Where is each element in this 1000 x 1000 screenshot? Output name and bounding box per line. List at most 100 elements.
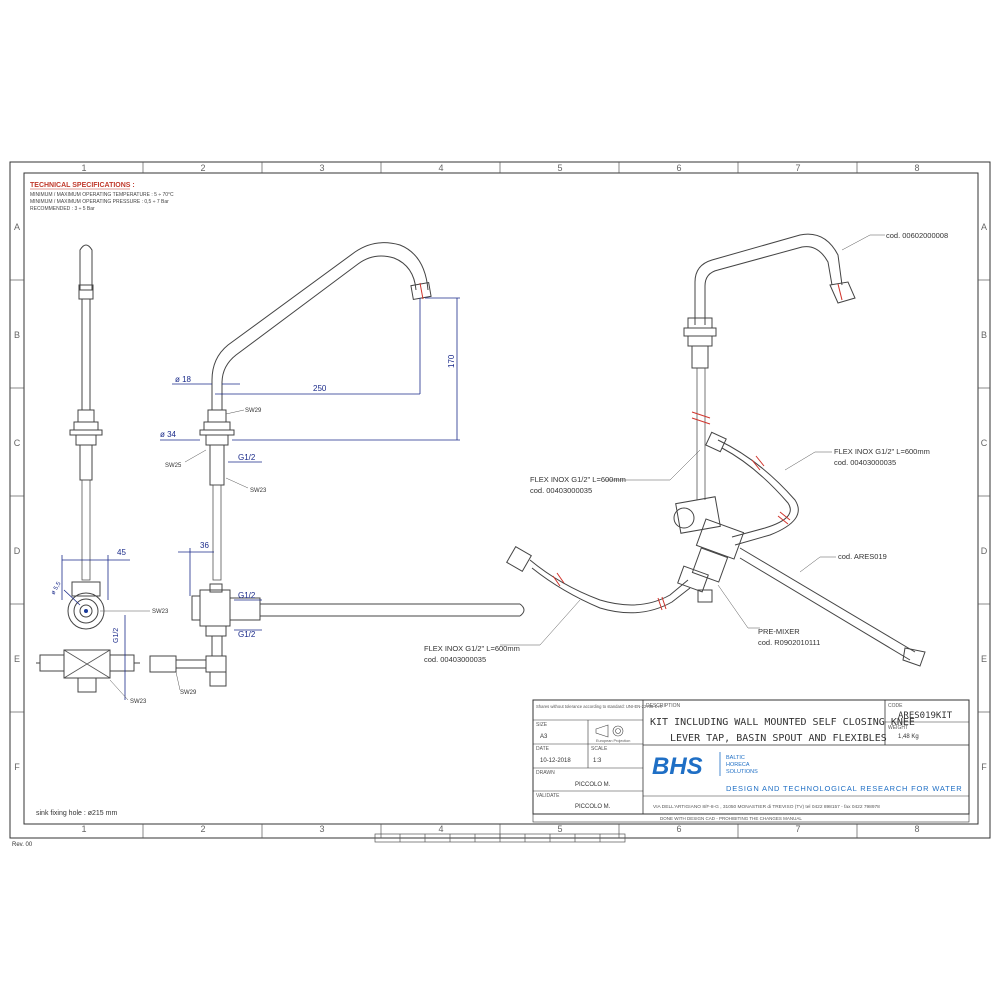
brand-sub: BALTIC (726, 755, 745, 761)
col-label: 6 (676, 824, 681, 834)
scale-value: 1:3 (593, 758, 602, 764)
dim-45: 45 (117, 548, 126, 557)
spout-code: cod. 00602000008 (886, 231, 948, 240)
drawing-frame (9, 161, 991, 843)
front-view-dimensions: ø 18 250 170 ø 34 G1/2 36 G1/2 G1/2 SW29… (160, 297, 460, 696)
tolerance-note: Shares without tolerance according to st… (536, 704, 662, 709)
sw23-label: SW23 (152, 609, 169, 615)
row-label: A (14, 222, 20, 232)
revision-label: Rev. 00 (12, 842, 33, 848)
spec-line: MINIMUM / MAXIMUM OPERATING PRESSURE : 0… (30, 199, 169, 205)
col-label: 8 (914, 163, 919, 173)
dim-g12-top: G1/2 (238, 453, 256, 462)
front-view (149, 242, 525, 687)
col-label: 8 (914, 824, 919, 834)
col-label: 5 (557, 824, 562, 834)
validate-value: PICCOLO M. (575, 804, 611, 810)
col-label: 1 (81, 163, 86, 173)
code-label: CODE (888, 703, 903, 709)
dim-250: 250 (313, 384, 327, 393)
description-line1: KIT INCLUDING WALL MOUNTED SELF CLOSING … (650, 717, 915, 728)
sw23-label: SW23 (130, 699, 147, 705)
sw25-label: SW25 (165, 463, 182, 469)
dim-d55: ø 5,5 (51, 581, 63, 596)
lever-code: cod. ARES019 (838, 552, 887, 561)
grid-row-labels: A B C D E F A B C D E F (14, 222, 988, 772)
dim-g12-low: G1/2 (238, 630, 256, 639)
company-address: VIA DELL'ARTIGIANO 8/F-8-G , 31050 MONAS… (653, 804, 880, 810)
sink-note: sink fixing hole : ø215 mm (36, 810, 117, 817)
row-label: B (981, 330, 987, 340)
description-line2: LEVER TAP, BASIN SPOUT AND FLEXIBLES (670, 733, 887, 744)
size-label: SIZE (536, 722, 548, 728)
grid-column-labels: 1 2 3 4 5 6 7 8 1 2 3 4 5 6 7 8 (81, 163, 919, 834)
date-label: DATE (536, 746, 550, 752)
brand-sub: SOLUTIONS (726, 769, 758, 775)
flex-right-code: cod. 00403000035 (834, 458, 896, 467)
title-block: Shares without tolerance according to st… (532, 699, 970, 823)
flex-mid-code: cod. 00403000035 (530, 486, 592, 495)
flex-right-spec: FLEX INOX G1/2" L=600mm (834, 447, 930, 456)
specs-title: TECHNICAL SPECIFICATIONS : (30, 182, 135, 189)
dim-g12-mid: G1/2 (238, 591, 256, 600)
row-label: D (14, 546, 21, 556)
row-label: A (981, 222, 987, 232)
projection-label: European Projection (596, 739, 630, 743)
validate-label: VALIDATE (536, 793, 560, 799)
size-value: A3 (540, 734, 548, 740)
row-label: F (14, 762, 20, 772)
footer-note: DONE WITH DESIGN CAD - PROHIBITING THE C… (660, 816, 802, 821)
drawn-value: PICCOLO M. (575, 782, 611, 788)
code-value: ARES019KIT (898, 711, 953, 721)
col-label: 3 (319, 163, 324, 173)
description-label: DESCRIPTION (646, 703, 681, 709)
col-label: 2 (200, 824, 205, 834)
brand-tagline: DESIGN AND TECHNOLOGICAL RESEARCH FOR WA… (726, 784, 963, 793)
col-label: 3 (319, 824, 324, 834)
flex-low-spec: FLEX INOX G1/2" L=600mm (424, 644, 520, 653)
dim-g12-vertical: G1/2 (113, 628, 120, 643)
date-value: 10-12-2018 (540, 758, 571, 764)
col-label: 6 (676, 163, 681, 173)
col-label: 7 (795, 824, 800, 834)
isometric-callouts: cod. 00602000008 FLEX INOX G1/2" L=600mm… (424, 231, 948, 664)
flex-mid-spec: FLEX INOX G1/2" L=600mm (530, 475, 626, 484)
weight-value: 1,48 Kg (898, 734, 919, 740)
weight-label: WEIGHT (888, 725, 908, 731)
projection-icon (595, 724, 624, 738)
side-view-dimensions: 45 ø 5,5 G1/2 SW23 SW23 (51, 548, 169, 705)
row-label: E (981, 654, 987, 664)
flex-low-code: cod. 00403000035 (424, 655, 486, 664)
premixer-code: cod. R0902010111 (758, 638, 820, 647)
spec-line: RECOMMENDED : 3 ÷ 5 Bar (30, 206, 95, 212)
technical-specifications: TECHNICAL SPECIFICATIONS : MINIMUM / MAX… (30, 182, 174, 212)
col-label: 2 (200, 163, 205, 173)
row-label: B (14, 330, 20, 340)
dim-170: 170 (447, 354, 456, 368)
col-label: 4 (438, 163, 443, 173)
dim-36: 36 (200, 541, 209, 550)
row-label: E (14, 654, 20, 664)
premixer-label: PRE-MIXER (758, 627, 800, 636)
isometric-view (506, 233, 926, 667)
col-label: 5 (557, 163, 562, 173)
drawn-label: DRAWN (536, 770, 555, 776)
col-label: 7 (795, 163, 800, 173)
row-label: C (981, 438, 988, 448)
row-label: D (981, 546, 988, 556)
row-label: F (981, 762, 987, 772)
side-view (36, 244, 140, 693)
brand-logo: BHS (652, 753, 703, 780)
col-label: 4 (438, 824, 443, 834)
sw23-label: SW23 (250, 488, 267, 494)
sw29-label: SW29 (245, 408, 262, 414)
sw29-label: SW29 (180, 690, 197, 696)
dim-d18: ø 18 (175, 375, 192, 384)
col-label: 1 (81, 824, 86, 834)
spec-line: MINIMUM / MAXIMUM OPERATING TEMPERATURE … (30, 192, 174, 198)
dim-d34: ø 34 (160, 430, 177, 439)
row-label: C (14, 438, 21, 448)
scale-label: SCALE (591, 746, 608, 752)
brand-sub: HORECA (726, 762, 750, 768)
